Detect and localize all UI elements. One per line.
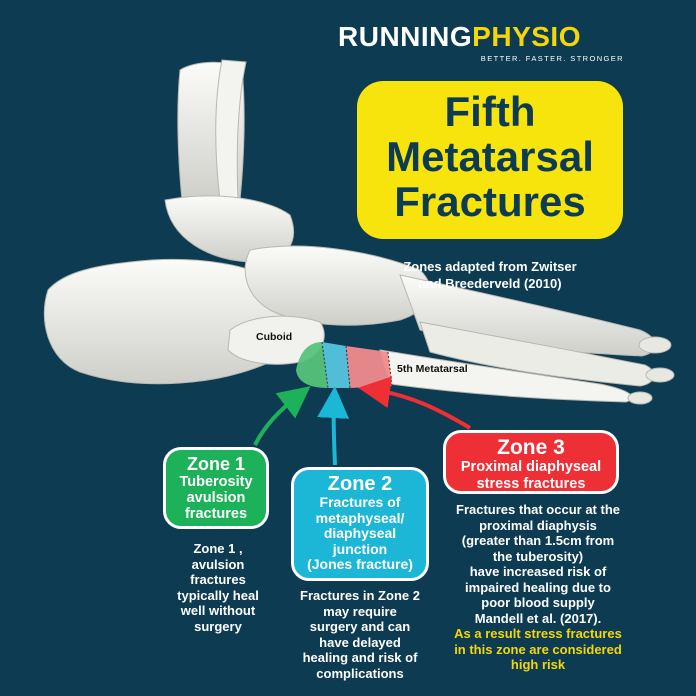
- zone-1-subtitle-2: avulsion: [186, 490, 246, 506]
- cuboid-label: Cuboid: [256, 331, 293, 343]
- zone-3-desc-line: poor blood supply: [481, 595, 595, 610]
- zone-1-desc-line: well without: [180, 603, 256, 618]
- zone-3-desc-line: impaired healing due to: [465, 579, 611, 595]
- zone-2-desc-line: complications: [316, 665, 404, 681]
- brand-name-physio: PHYSIO: [472, 21, 581, 52]
- zone-3-region: [346, 346, 392, 388]
- brand-logo: RUNNINGPHYSIO BETTER. FASTER. STRONGER: [338, 22, 638, 64]
- zone-1-box: Zone 1 Tuberosity avulsion fractures: [163, 447, 269, 529]
- zone-2-description: Fractures in Zone 2 may require surgery …: [282, 588, 438, 681]
- zone-1-desc-line: fractures: [190, 572, 246, 587]
- zone-2-desc-line: healing and risk of: [302, 650, 418, 665]
- zone-2-desc-line: have delayed: [319, 634, 401, 650]
- zone-3-highlight-line: in this zone are considered: [454, 641, 622, 657]
- page-title: Fifth Metatarsal Fractures: [357, 81, 623, 239]
- zone-1-region: [296, 342, 328, 388]
- zone-3-box: Zone 3 Proximal diaphyseal stress fractu…: [443, 430, 619, 494]
- zone-3-title: Zone 3: [497, 436, 565, 459]
- zone-1-subtitle-3: fractures: [184, 506, 248, 522]
- zone-3-desc-line: proximal diaphysis: [479, 517, 597, 533]
- title-line-1: Fifth: [444, 88, 536, 135]
- zone-3-desc-line: (greater than 1.5cm from: [461, 533, 615, 548]
- zone-2-desc-line: may require: [323, 603, 397, 619]
- zone-1-desc-line: typically heal: [177, 587, 259, 603]
- zone-2-box: Zone 2 Fractures of metaphyseal/ diaphys…: [291, 467, 429, 581]
- zone-2-desc-line: Fractures in Zone 2: [300, 588, 420, 603]
- zone-3-desc-line: Fractures that occur at the: [456, 502, 620, 517]
- zone-3-subtitle-1: Proximal diaphyseal: [460, 459, 602, 475]
- zone-1-subtitle-1: Tuberosity: [179, 474, 253, 490]
- zone-1-arrow: [253, 386, 311, 446]
- zone-2-desc-line: surgery and can: [309, 619, 411, 634]
- zone-1-title: Zone 1: [186, 454, 245, 474]
- title-line-3: Fractures: [394, 178, 586, 225]
- zone-3-highlight-line: As a result stress fractures: [454, 626, 622, 641]
- zone-2-arrow: [317, 386, 350, 466]
- zone-2-subtitle-2: metaphyseal/: [315, 509, 405, 526]
- zone-2-subtitle-5: (Jones fracture): [307, 556, 413, 572]
- zone-3-desc-line: Mandell et al. (2017).: [474, 610, 602, 626]
- zone-1-desc-line: avulsion: [191, 556, 245, 572]
- zone-2-subtitle-4: junction: [332, 540, 388, 557]
- zone-2-region: [322, 342, 350, 388]
- zone-2-title: Zone 2: [327, 473, 393, 495]
- zone-1-description: Zone 1 , avulsion fractures typically he…: [168, 541, 268, 634]
- brand-tagline: BETTER. FASTER. STRONGER: [480, 54, 624, 63]
- zone-3-description: Fractures that occur at the proximal dia…: [440, 502, 636, 673]
- source-line-1: Zones adapted from Zwitser: [403, 259, 577, 274]
- zone-2-subtitle-1: Fractures of: [319, 494, 401, 510]
- source-line-2: and Breederveld (2010): [418, 276, 562, 291]
- zone-1-desc-line: Zone 1 ,: [193, 541, 243, 556]
- zone-1-desc-line: surgery: [194, 618, 242, 634]
- zone-3-arrow: [358, 376, 472, 430]
- zone-3-desc-line: have increased risk of: [469, 564, 607, 579]
- zone-3-desc-line: the tuberosity): [492, 548, 584, 564]
- zone-2-subtitle-3: diaphyseal: [323, 525, 397, 541]
- toe-bones: [627, 336, 675, 405]
- zone-3-subtitle-2: stress fractures: [476, 475, 586, 492]
- title-line-2: Metatarsal: [386, 133, 594, 180]
- midfoot-bones: [244, 245, 431, 326]
- source-note: Zones adapted from Zwitser and Breederve…: [380, 258, 600, 292]
- zone-3-highlight-line: high risk: [510, 657, 566, 672]
- brand-name-running: RUNNING: [338, 21, 473, 52]
- brand-name: RUNNINGPHYSIO: [338, 22, 638, 52]
- metatarsal-label: 5th Metatarsal: [397, 363, 468, 375]
